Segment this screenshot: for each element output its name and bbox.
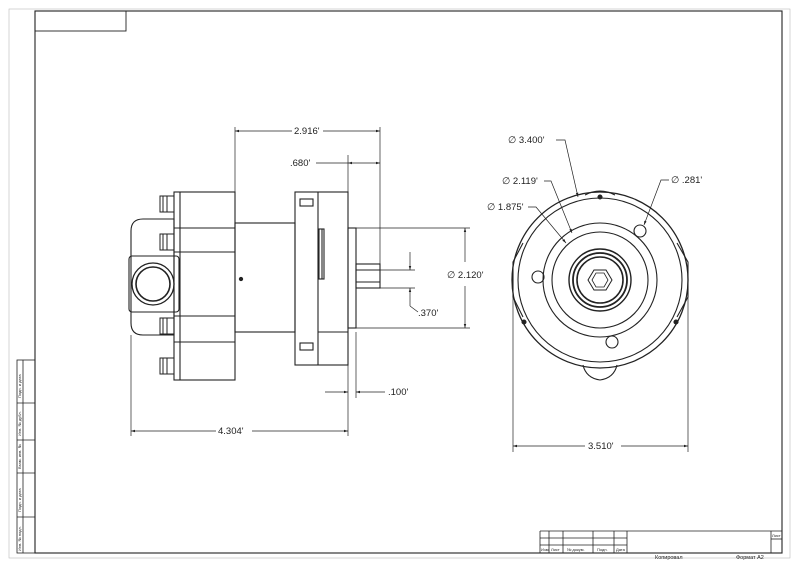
- dim-hole-diameter: ∅ .281': [671, 175, 702, 186]
- dim-overall-bottom: 4.304': [218, 426, 244, 437]
- dim-bolt-circle: ∅ 2.119': [502, 176, 538, 187]
- header-list: Лист: [551, 547, 560, 552]
- front-view-dimensions: [130, 127, 470, 436]
- side-view: [511, 190, 689, 381]
- title-block: Изм. Лист № докум. Подп. Дата Лист Копир…: [539, 530, 782, 561]
- header-signature: Подп.: [597, 547, 608, 552]
- dim-height: ∅ 2.120': [447, 270, 484, 281]
- stamp-cell-1: Подп. и дата: [17, 374, 22, 398]
- copied-label: Копировал: [655, 555, 683, 561]
- dim-flange-offset: .680': [290, 158, 310, 169]
- stamp-cell-3: Взам. инв. №: [17, 444, 22, 469]
- dim-overall-width: 3.510': [588, 441, 614, 452]
- header-doc-number: № докум.: [567, 547, 585, 552]
- sheet-label: Лист: [772, 533, 781, 538]
- stamp-cell-4: Подп. и дата: [17, 488, 22, 512]
- stamp-cell-2: Инв. № дубл.: [17, 411, 22, 436]
- sheet-frame: [8, 8, 791, 559]
- stamp-cell-5: Инв. № подл.: [17, 526, 22, 551]
- dim-outer-diameter: ∅ 3.400': [508, 135, 545, 146]
- front-view: [128, 191, 381, 381]
- left-stamp: Подп. и дата Инв. № дубл. Взам. инв. № П…: [16, 359, 36, 554]
- dim-shaft-step: .370': [418, 308, 438, 319]
- format-label: Формат A2: [736, 555, 764, 561]
- header-date: Дата: [616, 547, 626, 552]
- dim-shaft-tip: .100': [388, 387, 408, 398]
- dim-hub-diameter: ∅ 1.875': [487, 202, 524, 213]
- side-view-dimensions: [512, 139, 689, 452]
- dim-overall-top: 2.916': [294, 126, 320, 137]
- header-izm: Изм.: [541, 547, 550, 552]
